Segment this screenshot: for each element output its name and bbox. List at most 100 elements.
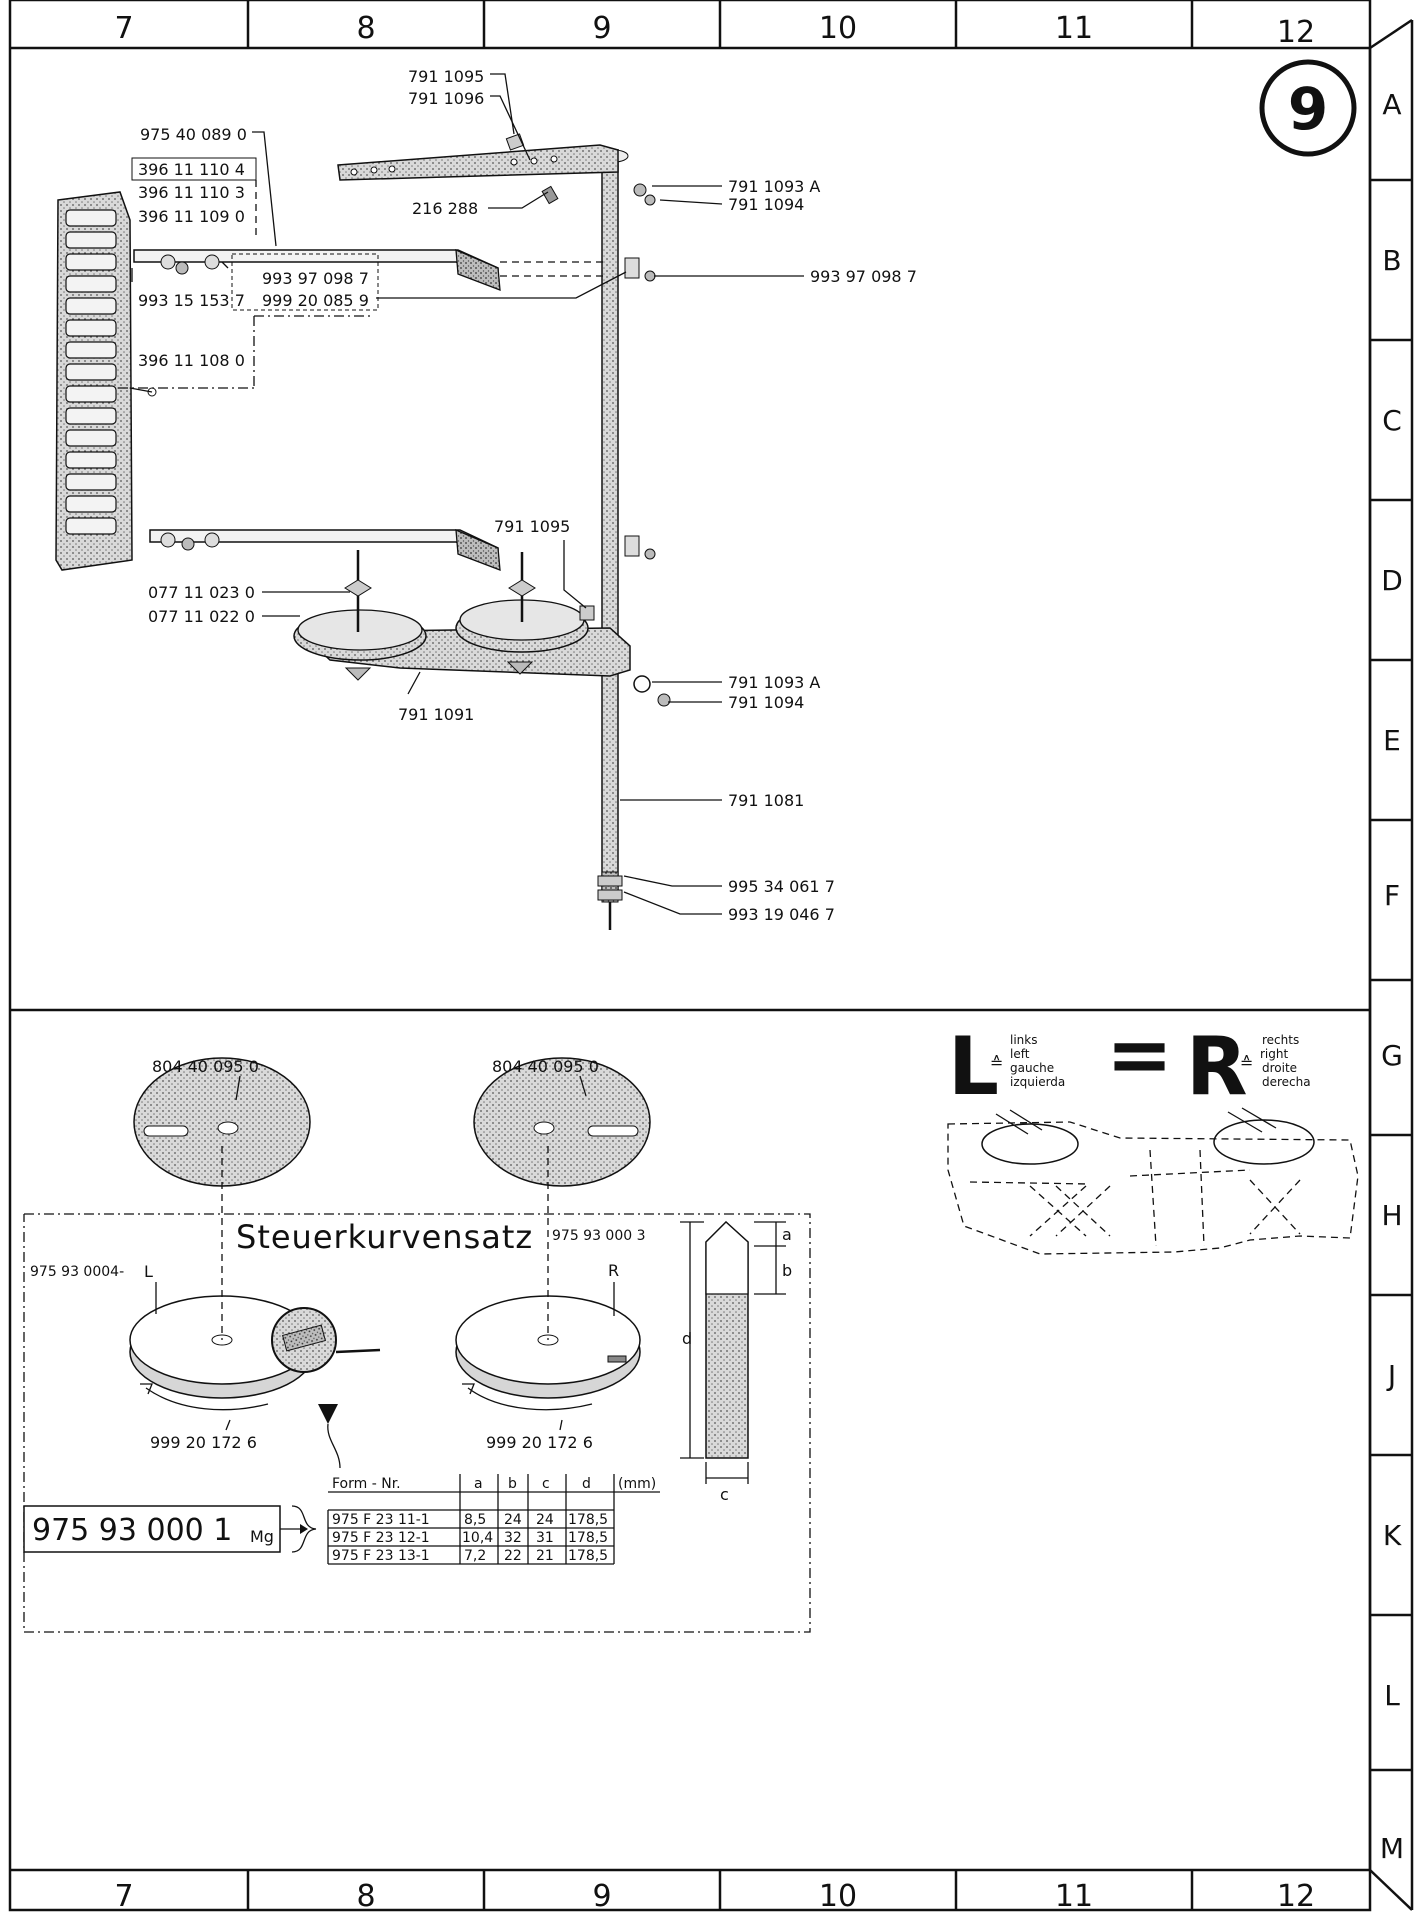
sheet-number-badge: 9 [1259,59,1357,157]
kit-suffix: Mg [250,1527,274,1546]
sheet-number: 9 [1288,75,1328,143]
column-label-12: 12 [1277,15,1315,50]
row-label-b: B [1382,244,1401,277]
legend-left-word-3: gauche [1010,1061,1054,1075]
table-header-unit: (mm) [618,1476,656,1492]
form-table [327,1474,660,1565]
row-label-h: H [1381,1199,1402,1232]
legend-equals: = [1106,1008,1173,1101]
left-cam-number-prefix: 975 93 0004- [30,1264,124,1280]
left-part-number-box [131,157,379,311]
part-label-993-97-098-7-left: 993 97 098 7 [262,269,369,288]
table-cell-b: 32 [504,1530,522,1546]
part-label-791-1095-lower: 791 1095 [494,517,570,536]
column-label-10: 10 [819,11,857,46]
legend-right-letter: R [1186,1020,1248,1113]
table-cell-b: 22 [504,1548,522,1564]
table-header-d: d [582,1476,591,1492]
legend-right-word-3: droite [1262,1061,1297,1075]
table-cell-a: 10,4 [462,1530,493,1546]
dim-b-label: b [782,1261,792,1280]
table-header-form-nr: Form - Nr. [332,1476,401,1492]
part-label-791-1091: 791 1091 [398,705,474,724]
part-label-396-11-108-0: 396 11 108 0 [138,351,245,370]
kit-number: 975 93 000 1 [32,1513,232,1548]
part-label-993-15-153-7: 993 15 153 7 [138,291,245,310]
right-cam-letter: R [608,1261,619,1280]
part-label-791-1096: 791 1096 [408,89,484,108]
right-cam-number: 975 93 000 3 [552,1228,646,1244]
part-label-396-11-110-3: 396 11 110 3 [138,183,245,202]
column-label-7: 7 [114,11,133,46]
column-label-9: 9 [592,11,611,46]
table-cell-c: 31 [536,1530,554,1546]
part-label-993-97-098-7-right: 993 97 098 7 [810,267,917,286]
disc-left-part-number: 804 40 095 0 [152,1057,259,1076]
column-label-12-bottom: 12 [1277,1879,1315,1914]
part-label-396-11-109-0: 396 11 109 0 [138,207,245,226]
part-label-791-1093-a-lower: 791 1093 A [728,673,820,692]
part-label-077-11-023-0: 077 11 023 0 [148,583,255,602]
right-cam-screw-number: 999 20 172 6 [486,1433,593,1452]
legend-left-letter: L [948,1020,999,1113]
table-header-a: a [474,1476,483,1492]
column-label-9-bottom: 9 [592,1879,611,1914]
part-label-077-11-022-0: 077 11 022 0 [148,607,255,626]
disc-right-part-number: 804 40 095 0 [492,1057,599,1076]
table-cell-d: 178,5 [568,1530,608,1546]
part-label-216-288: 216 288 [412,199,478,218]
table-cell-form: 975 F 23 11-1 [332,1512,430,1528]
row-label-k: K [1383,1519,1402,1552]
legend-left-word-2: left [1010,1047,1030,1061]
row-label-g: G [1381,1039,1403,1072]
row-label-j: J [1386,1359,1396,1392]
table-cell-a: 7,2 [464,1548,486,1564]
cam-set-title: Steuerkurvensatz [236,1218,533,1256]
cam-profile-strip [680,1220,786,1484]
table-cell-d: 178,5 [568,1548,608,1564]
row-label-c: C [1382,404,1402,437]
row-label-f: F [1384,879,1400,912]
dim-a-label: a [782,1225,792,1244]
machine-layout-sketch [947,1107,1359,1255]
part-label-993-19-046-7: 993 19 046 7 [728,905,835,924]
legend-right-word-2: right [1260,1047,1288,1061]
upper-assembly-drawing [55,133,671,930]
table-cell-c: 21 [536,1548,554,1564]
legend-right-word-4: derecha [1262,1075,1311,1089]
template-disc-right [473,1057,651,1187]
cam-disc-right [455,1295,641,1411]
row-label-l: L [1384,1679,1400,1712]
table-cell-b: 24 [504,1512,522,1528]
dim-d-label: d [682,1329,692,1348]
table-cell-form: 975 F 23 12-1 [332,1530,430,1546]
column-label-8-bottom: 8 [356,1879,375,1914]
table-cell-d: 178,5 [568,1512,608,1528]
row-label-a: A [1382,88,1401,121]
legend-equiv-right: ≙ [1240,1053,1253,1072]
legend-left-word-4: izquierda [1010,1075,1065,1089]
part-label-791-1095-top: 791 1095 [408,67,484,86]
part-label-791-1093-a-top: 791 1093 A [728,177,820,196]
column-label-8: 8 [356,11,375,46]
row-label-m: M [1380,1832,1404,1865]
cam-set-frame [23,1213,811,1633]
part-label-791-1081: 791 1081 [728,791,804,810]
drawing-frame [8,0,1414,1912]
table-cell-c: 24 [536,1512,554,1528]
dim-c-label: c [720,1485,729,1504]
column-label-7-bottom: 7 [114,1879,133,1914]
row-label-e: E [1383,724,1401,757]
legend-right-word-1: rechts [1262,1033,1299,1047]
left-cam-letter: L [144,1262,153,1281]
template-disc-left [133,1057,311,1187]
part-label-791-1094-top: 791 1094 [728,195,804,214]
part-label-791-1094-lower: 791 1094 [728,693,804,712]
part-label-975-40-089-0: 975 40 089 0 [140,125,247,144]
row-label-d: D [1381,564,1403,597]
table-cell-form: 975 F 23 13-1 [332,1548,430,1564]
table-header-b: b [508,1476,517,1492]
legend-equiv-left: ≙ [990,1053,1003,1072]
table-cell-a: 8,5 [464,1512,486,1528]
legend-left-word-1: links [1010,1033,1037,1047]
